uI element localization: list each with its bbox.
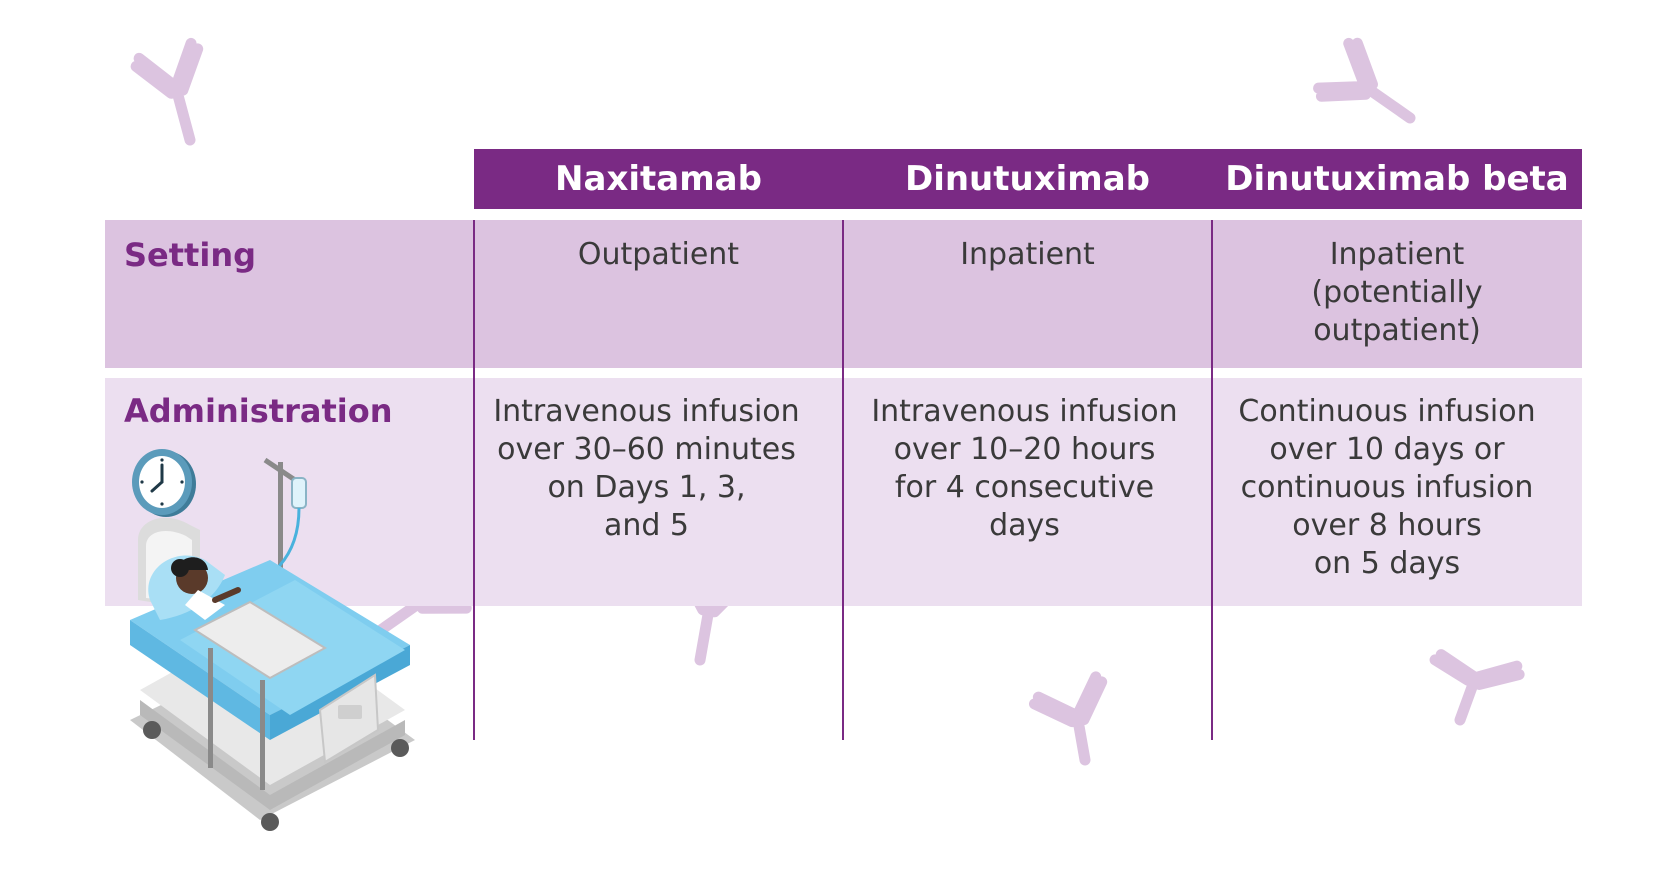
cell-text-line: Inpatient (960, 237, 1095, 272)
column-header-dinutuximab-beta: Dinutuximab beta (1225, 159, 1569, 199)
cell-text-line: Inpatient (1329, 237, 1465, 272)
hospital-bed-illustration (130, 457, 415, 831)
cell-text-line: on Days 1, 3, (547, 470, 746, 505)
cell-text-line: over 8 hours (1292, 508, 1482, 543)
setting-cell-naxitamab: Outpatient (474, 236, 843, 274)
antibody-icon (130, 37, 204, 146)
administration-cell-dinutuximab: Intravenous infusion over 10–20 hours fo… (840, 393, 1209, 545)
column-header-naxitamab: Naxitamab (555, 159, 762, 199)
cell-text-line: (potentially (1311, 275, 1483, 310)
column-divider (842, 220, 844, 740)
cell-text-line: Intravenous infusion (493, 394, 800, 429)
column-header-bar: Naxitamab Dinutuximab Dinutuximab beta (474, 149, 1582, 209)
cell-text-line: over 30–60 minutes (497, 432, 796, 467)
administration-cell-dinutuximab-beta: Continuous infusion over 10 days or cont… (1202, 393, 1572, 583)
row-label-administration: Administration (124, 392, 393, 430)
cell-text-line: outpatient) (1313, 313, 1481, 348)
antibody-icon (1429, 649, 1525, 726)
administration-cell-naxitamab: Intravenous infusion over 30–60 minutes … (462, 393, 831, 545)
antibody-icon (1313, 37, 1416, 124)
cell-text-line: days (989, 508, 1060, 543)
clock-icon (132, 449, 196, 517)
cell-text-line: continuous infusion (1240, 470, 1534, 505)
cell-text-line: for 4 consecutive (894, 470, 1155, 505)
column-header-dinutuximab: Dinutuximab (904, 159, 1151, 199)
cell-text-line: over 10 days or (1269, 432, 1505, 467)
setting-cell-dinutuximab-beta: Inpatient (potentially outpatient) (1212, 236, 1582, 350)
cell-text-line: Continuous infusion (1238, 394, 1536, 429)
cell-text-line: Intravenous infusion (871, 394, 1178, 429)
cell-text-line: on 5 days (1313, 546, 1461, 581)
row-label-setting: Setting (124, 236, 256, 274)
cell-text-line: over 10–20 hours (893, 432, 1156, 467)
column-divider (1211, 220, 1213, 740)
cell-text-line: and 5 (603, 508, 690, 543)
antibody-icon (1028, 671, 1108, 766)
column-divider (473, 220, 475, 740)
cell-text-line: Outpatient (577, 237, 740, 272)
setting-cell-dinutuximab: Inpatient (843, 236, 1212, 274)
